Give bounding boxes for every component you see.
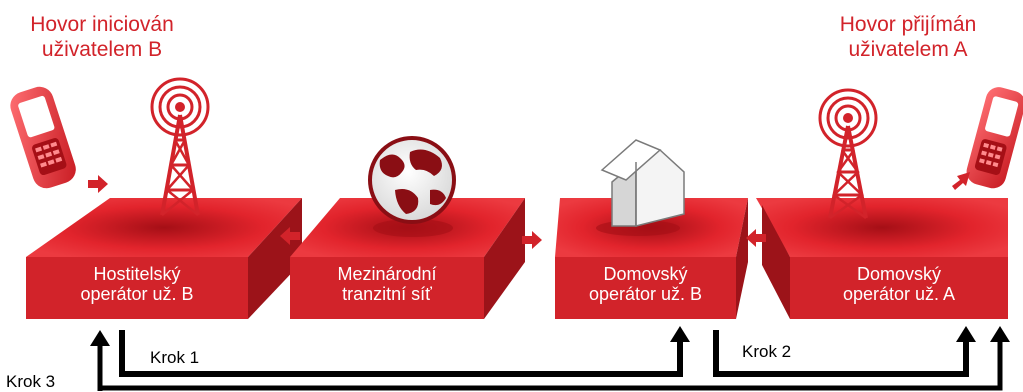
phone-icon: [966, 87, 1023, 189]
box-label-home-operator-b: Domovský operátor už. B: [555, 264, 736, 304]
caller-label-left: Hovor iniciován uživatelem B: [2, 12, 202, 62]
step-2-label: Krok 2: [742, 342, 792, 361]
arrow-up-icon: [956, 326, 976, 342]
box-label-line2: operátor už. A: [842, 284, 956, 304]
step-3-line: [97, 338, 1003, 391]
arrow-up-right-icon: [952, 172, 970, 190]
step-1-label: Krok 1: [150, 348, 200, 367]
step-1-line: [119, 330, 683, 377]
caller-label-right-line2: uživatelem A: [848, 38, 968, 61]
caller-label-right: Hovor přijímán uživatelem A: [808, 12, 1008, 62]
box-label-line1: Domovský: [603, 264, 688, 284]
globe-icon: [368, 136, 456, 237]
caller-label-right-line1: Hovor přijímán: [839, 13, 977, 36]
box-label-line2: operátor už. B: [588, 284, 703, 304]
platform-host-operator-b: [26, 198, 302, 319]
box-label-transit-network: Mezinárodní tranzitní síť: [290, 264, 484, 304]
box-label-home-operator-a: Domovský operátor už. A: [790, 264, 1008, 304]
box-label-line1: Hostitelský: [93, 264, 181, 284]
arrow-right-icon: [522, 231, 542, 249]
arrow-up-icon: [990, 326, 1010, 342]
step-3-label: Krok 3: [6, 372, 56, 391]
box-label-line1: Domovský: [856, 264, 941, 284]
arrow-right-icon: [88, 175, 108, 193]
box-label-line2: tranzitní síť: [342, 284, 432, 304]
arrow-up-icon: [670, 326, 690, 342]
box-label-host-operator-b: Hostitelský operátor už. B: [26, 264, 248, 304]
arrow-up-icon: [90, 330, 110, 346]
box-label-line2: operátor už. B: [80, 284, 194, 304]
tower-icon: [818, 88, 878, 220]
house-icon: [596, 139, 685, 236]
box-label-line1: Mezinárodní: [337, 264, 437, 284]
caller-label-left-line1: Hovor iniciován: [30, 13, 174, 36]
platform-home-operator-a: [756, 198, 1008, 319]
arrow-left-icon: [746, 229, 766, 247]
tower-icon: [150, 77, 210, 216]
phone-icon: [10, 86, 76, 189]
step-2-line: [713, 330, 969, 377]
caller-label-left-line2: uživatelem B: [41, 38, 163, 61]
arrow-left-icon: [280, 227, 300, 245]
